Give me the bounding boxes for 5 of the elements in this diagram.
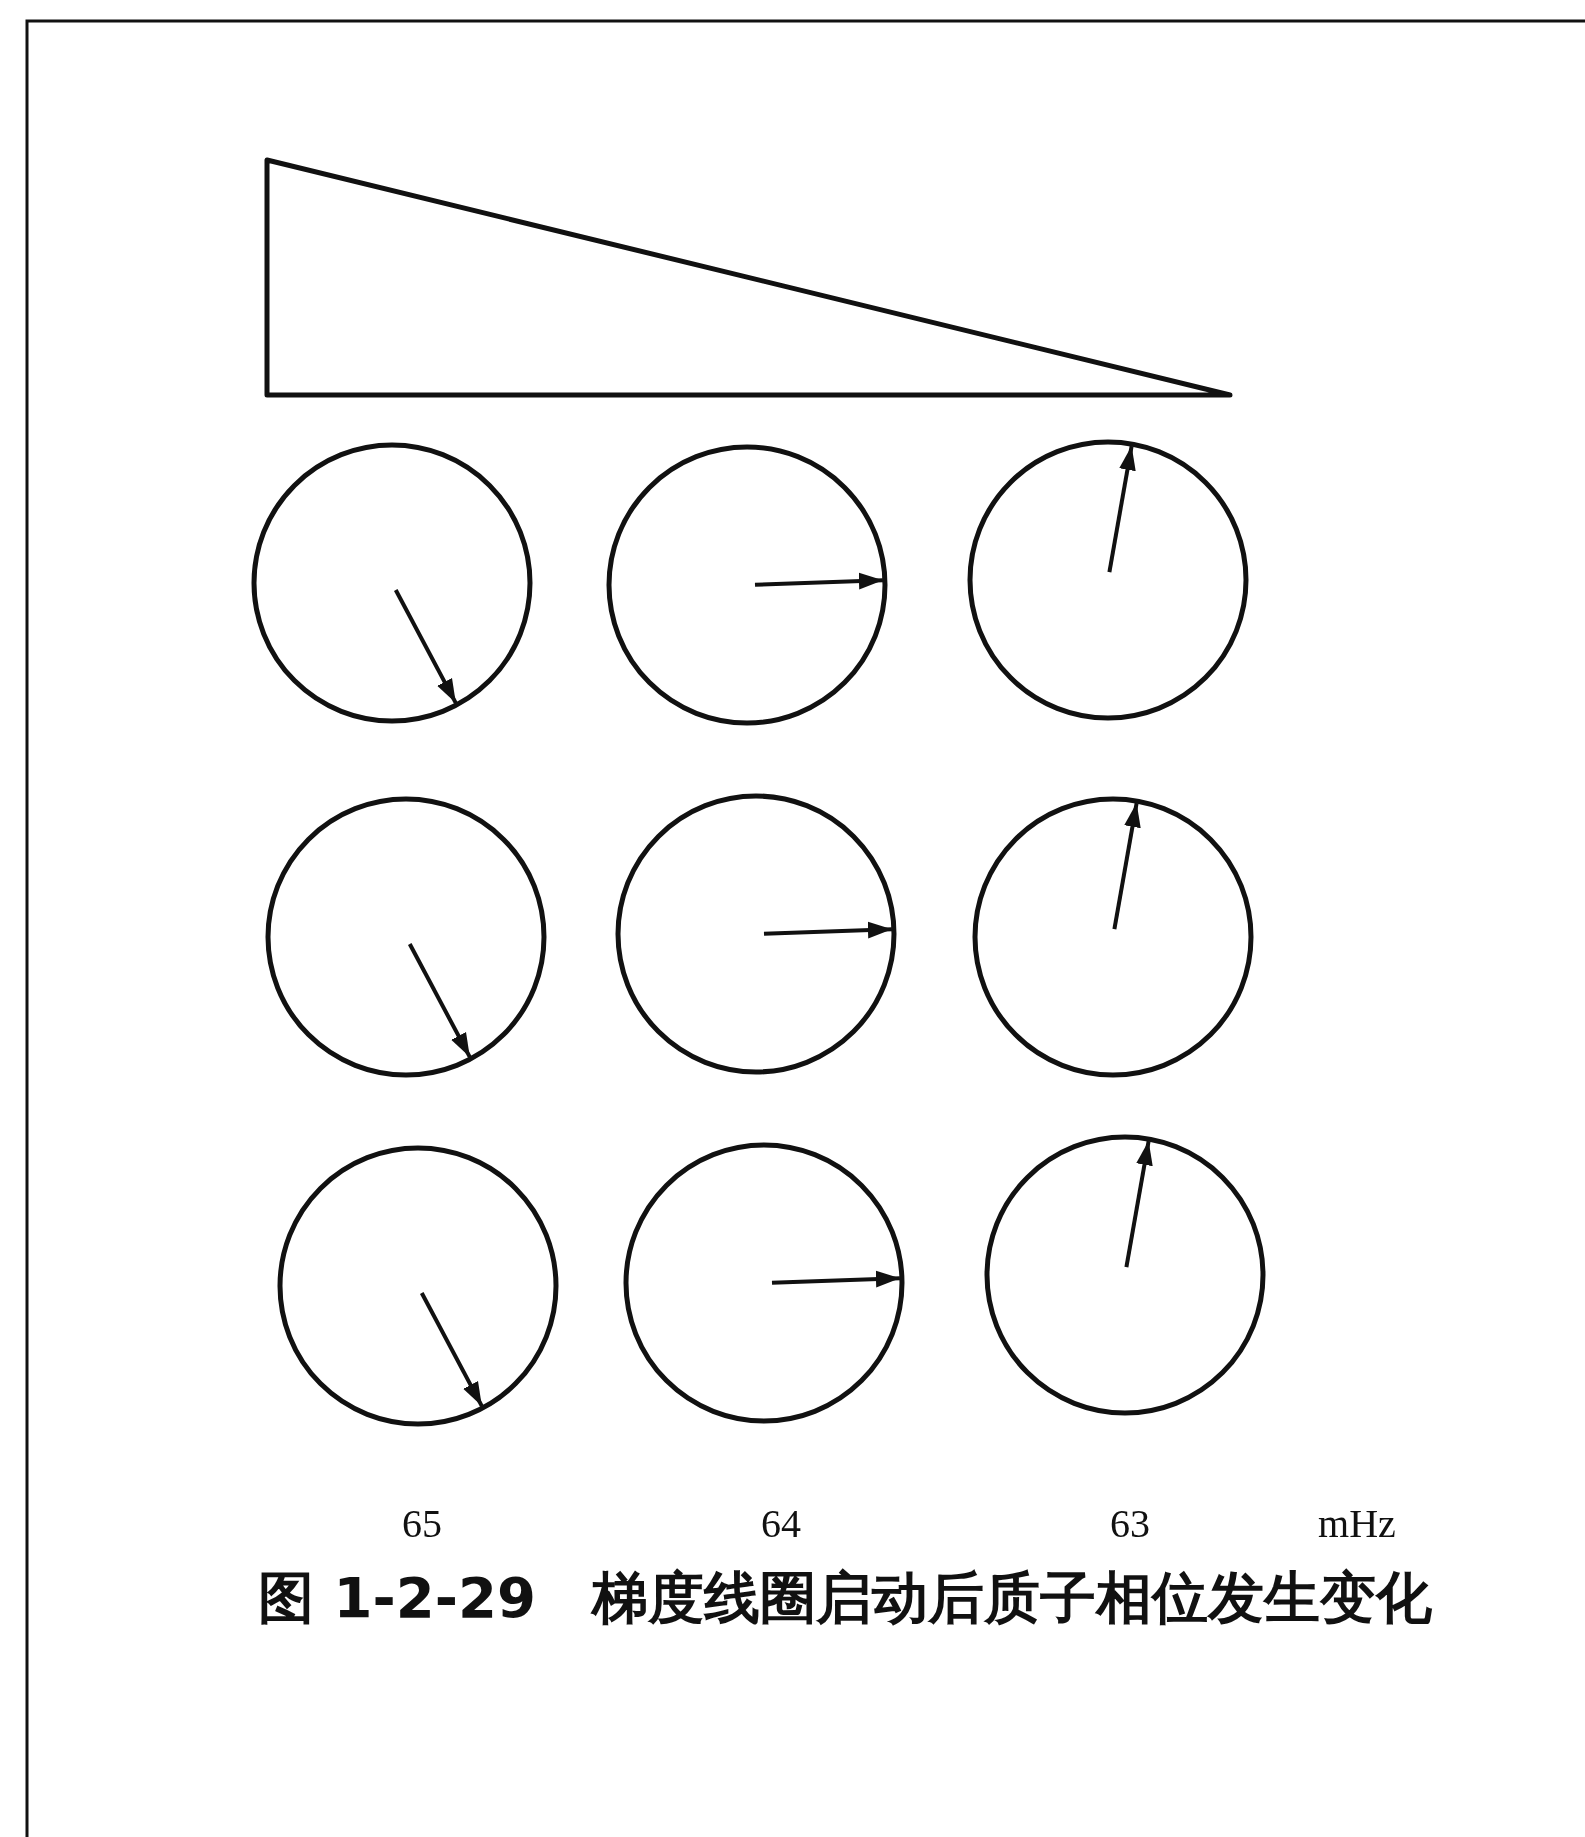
- frequency-label: 65: [402, 1500, 442, 1547]
- frequency-label: 63: [1110, 1500, 1150, 1547]
- figure-caption: 图 1-2-29 梯度线圈启动后质子相位发生变化: [257, 1564, 1433, 1632]
- unit-label: mHz: [1318, 1500, 1396, 1547]
- frequency-label: 64: [761, 1500, 801, 1547]
